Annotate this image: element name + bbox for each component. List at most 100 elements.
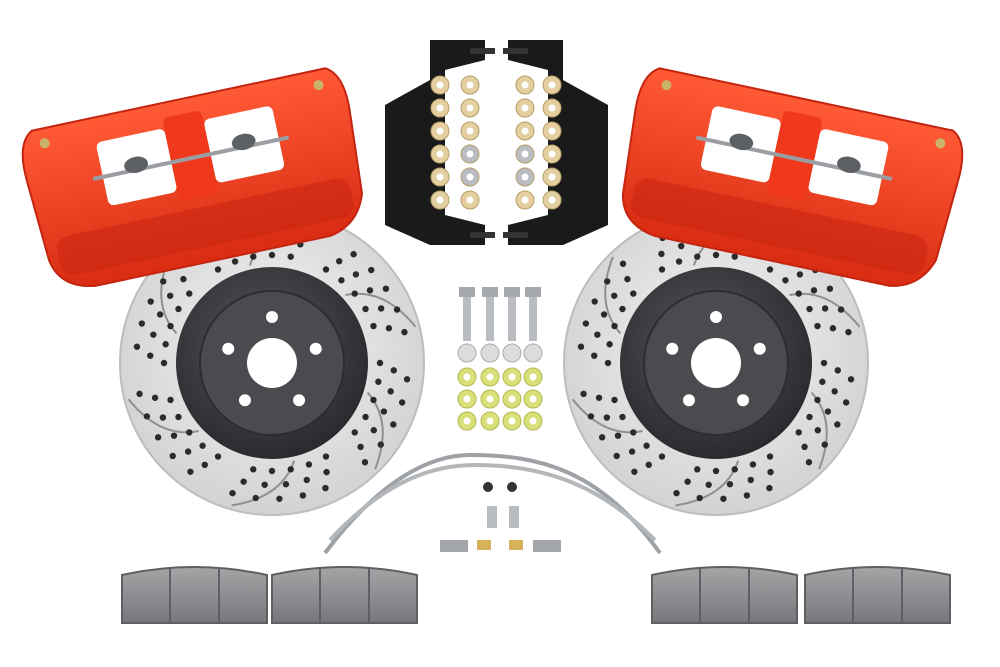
washer-hole — [466, 150, 474, 158]
rotor-drill-hole — [824, 408, 832, 415]
bleeder-screw-icon — [313, 80, 324, 91]
washer-hole — [508, 417, 516, 425]
rotor-drill-hole — [303, 476, 310, 484]
washer-hole — [436, 196, 444, 204]
rotor-drill-hole — [814, 322, 821, 330]
rotor-drill-hole — [250, 466, 257, 473]
rotor-drill-hole — [675, 258, 683, 265]
brake-pad — [804, 566, 951, 624]
rotor-drill-hole — [604, 359, 612, 367]
piston — [231, 133, 256, 151]
rotor-drill-hole — [712, 251, 720, 259]
washer-hole — [521, 127, 529, 135]
rotor-drill-hole — [377, 305, 385, 312]
brass-fitting — [509, 540, 523, 550]
lug-hole — [293, 394, 306, 407]
washer-hole — [521, 150, 529, 158]
washer-hole — [466, 173, 474, 181]
rotor-drill-hole — [350, 251, 357, 258]
washer-hole — [548, 150, 556, 158]
rotor-drill-hole — [610, 292, 618, 299]
rotor-drill-hole — [166, 292, 174, 299]
center-bore — [247, 338, 297, 388]
banjo-bolt — [487, 506, 497, 528]
rotor-drill-hole — [357, 443, 364, 451]
rotor-drill-hole — [287, 253, 294, 260]
caliper-lower-bridge — [631, 178, 928, 275]
rotor-drill-hole — [814, 427, 822, 434]
rotor-drill-hole — [370, 427, 378, 434]
rotor-drill-hole — [151, 394, 159, 401]
washer-hole — [486, 373, 494, 381]
lug-hole — [753, 342, 766, 355]
center-bore — [691, 338, 741, 388]
lug-hole — [238, 394, 251, 407]
washer-hole — [548, 104, 556, 112]
rotor-drill-hole — [630, 429, 637, 436]
rotor-drill-hole — [385, 325, 393, 332]
bolt-shank — [486, 297, 494, 341]
rotor-drill-hole — [231, 258, 239, 265]
pad-friction-material — [804, 566, 951, 624]
rotor-drill-hole — [631, 468, 638, 475]
rotor-drill-hole — [580, 390, 587, 398]
washer-hole — [521, 173, 529, 181]
washer-hole — [463, 395, 471, 403]
caliper-bridge — [163, 111, 218, 201]
rotor-drill-hole — [169, 452, 176, 460]
rotor-drill-hole — [766, 484, 773, 492]
rotor-drill-hole — [376, 359, 384, 367]
left-caliper — [21, 67, 363, 287]
washer-hole — [521, 196, 529, 204]
rotor-drill-hole — [658, 453, 666, 460]
pad-friction-material — [651, 566, 798, 624]
washer-hole — [436, 173, 444, 181]
washer-hole — [463, 373, 471, 381]
flat-washer — [480, 343, 500, 363]
rotor-drill-hole — [614, 432, 622, 439]
bracket-body — [385, 40, 485, 245]
rotor-drill-hole — [796, 271, 804, 278]
washer-hole — [486, 395, 494, 403]
rotor-drill-hole — [156, 311, 164, 318]
rotor-drill-hole — [814, 396, 821, 404]
washer-hole — [466, 104, 474, 112]
rotor-drill-hole — [390, 421, 397, 428]
rotor-drill-hole — [370, 322, 377, 330]
rotor-drill-hole — [834, 367, 841, 374]
pad-friction-material — [121, 566, 268, 624]
bracket-stud — [503, 232, 528, 238]
rotor-drill-hole — [628, 448, 636, 455]
brake-pad — [271, 566, 418, 624]
bracket-stud — [470, 232, 495, 238]
bolt-shank — [508, 297, 516, 341]
rotor-drill-hole — [795, 290, 802, 297]
washer-hole — [548, 173, 556, 181]
right-mounting-bracket — [503, 40, 608, 245]
rotor-drill-hole — [766, 453, 774, 460]
rotor-drill-hole — [362, 413, 369, 421]
washer-hole — [529, 417, 537, 425]
right-caliper — [622, 67, 964, 287]
pad-pin — [92, 135, 290, 181]
rotor-drill-hole — [694, 466, 701, 473]
rotor-drill-hole — [170, 432, 178, 439]
brake-pad — [651, 566, 798, 624]
washer-hole — [521, 104, 529, 112]
rotor-drill-hole — [837, 306, 845, 313]
rotor-drill-hole — [619, 260, 627, 267]
rotor-drill-hole — [393, 306, 401, 313]
rotor-drill-hole — [186, 429, 193, 436]
piston — [124, 156, 148, 173]
rotor-drill-hole — [594, 331, 601, 338]
left-mounting-bracket — [385, 40, 495, 245]
rotor-drill-hole — [806, 413, 813, 421]
rotor-drill-hole — [305, 461, 313, 468]
left-rotor — [119, 210, 425, 516]
rotor-drill-hole — [591, 298, 598, 305]
line-clip — [440, 540, 468, 552]
rotor-drill-hole — [595, 394, 603, 401]
bleeder-screw-icon — [935, 138, 946, 149]
rotor-drill-hole — [368, 266, 375, 274]
